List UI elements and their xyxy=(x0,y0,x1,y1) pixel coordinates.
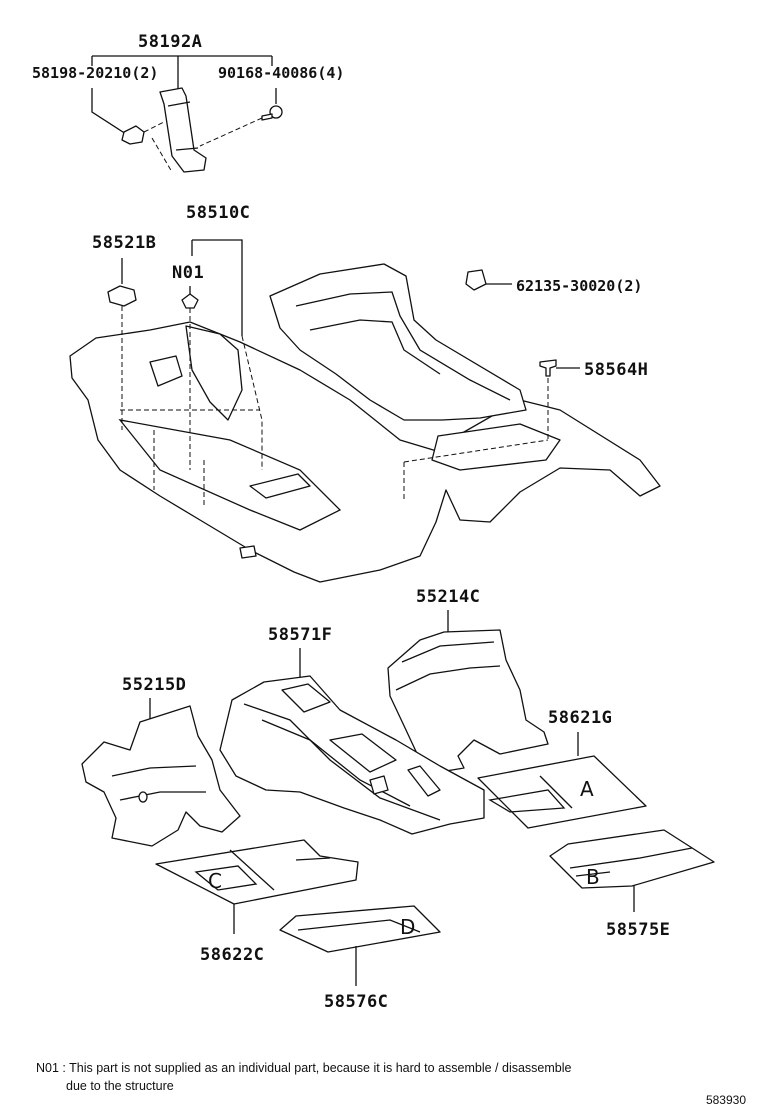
label-58576C[interactable]: 58576C xyxy=(324,992,388,1012)
label-58571F[interactable]: 58571F xyxy=(268,625,332,645)
mat-letter-C: C xyxy=(208,869,222,893)
bracket-group: 58192A 58198-20210(2) 90168-40086(4) xyxy=(32,32,344,173)
label-58622C[interactable]: 58622C xyxy=(200,945,264,965)
label-90168-40086[interactable]: 90168-40086(4) xyxy=(218,64,344,82)
mat-58576C-group: D 58576C xyxy=(279,905,441,1012)
mat-letter-B: B xyxy=(586,865,600,889)
mat-letter-D: D xyxy=(400,915,415,939)
mat-58575E-group: B 58575E xyxy=(549,829,715,940)
label-58575E[interactable]: 58575E xyxy=(606,920,670,940)
label-N01[interactable]: N01 xyxy=(172,263,204,283)
mat-55215D-group: 55215D xyxy=(81,675,241,847)
label-58192A[interactable]: 58192A xyxy=(138,32,202,52)
mat-58621G-group: 58621G A xyxy=(477,708,647,829)
diagram-code: 583930 xyxy=(705,1093,746,1107)
floor-carpet-group: 58510C 58521B N01 62135-30020(2) 58564H xyxy=(69,203,661,583)
label-62135-30020[interactable]: 62135-30020(2) xyxy=(516,277,642,295)
label-55214C[interactable]: 55214C xyxy=(416,587,480,607)
label-58521B[interactable]: 58521B xyxy=(92,233,156,253)
label-58510C[interactable]: 58510C xyxy=(186,203,250,223)
footnote-line-1: N01 : This part is not supplied as an in… xyxy=(36,1061,572,1075)
label-58621G[interactable]: 58621G xyxy=(548,708,612,728)
mat-letter-A: A xyxy=(580,777,594,801)
mat-55214C-group: 55214C xyxy=(387,587,549,773)
label-58564H[interactable]: 58564H xyxy=(584,360,648,380)
footnote: N01 : This part is not supplied as an in… xyxy=(36,1059,571,1095)
console-58571F-group: 58571F xyxy=(219,625,485,835)
mat-58622C-group: C 58622C xyxy=(155,839,359,965)
label-55215D[interactable]: 55215D xyxy=(122,675,186,695)
label-58198-20210[interactable]: 58198-20210(2) xyxy=(32,64,158,82)
footnote-line-2: due to the structure xyxy=(66,1079,174,1093)
